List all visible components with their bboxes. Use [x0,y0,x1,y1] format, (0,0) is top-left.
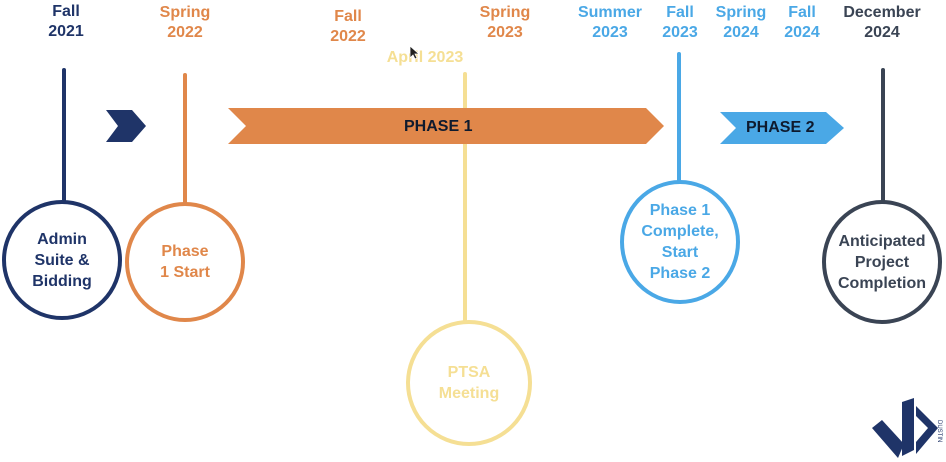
mouse-pointer-icon [410,46,420,60]
phase2-label: PHASE 2 [746,119,815,136]
date-spring-2022: Spring 2022 [159,4,211,41]
stem-spring-2022 [183,73,187,204]
date-fall-2023: Fall 2023 [662,4,698,41]
milestone-phase1-complete-label: Phase 1 Complete, Start Phase 2 [641,202,719,282]
date-spring-2024: Spring 2024 [715,4,767,41]
milestone-ptsa-meeting: PTSA Meeting [406,320,532,446]
date-fall-2021: Fall 2021 [48,3,84,40]
milestone-phase1-start: Phase 1 Start [125,202,245,322]
phase1-arrow [228,108,664,144]
milestone-phase1-complete: Phase 1 Complete, Start Phase 2 [620,180,740,304]
phase1-label: PHASE 1 [404,118,473,135]
date-december-2024: December 2024 [843,4,921,41]
milestone-admin-suite-label: Admin Suite & Bidding [32,230,92,290]
stem-fall-2021 [62,68,66,203]
milestone-admin-suite: Admin Suite & Bidding [2,200,122,320]
dustin-logo: DUSTIN [872,398,942,458]
date-april-2023: April 2023 [386,49,464,66]
milestone-ptsa-meeting-label: PTSA Meeting [438,364,500,402]
stem-april-2023 [463,72,467,326]
milestone-anticipated-completion-label: Anticipated Project Completion [838,232,926,292]
date-spring-2023: Spring 2023 [479,4,531,41]
stem-fall-2023 [677,52,681,182]
date-summer-2023: Summer 2023 [577,4,643,41]
date-fall-2024: Fall 2024 [784,4,820,41]
svg-text:DUSTIN: DUSTIN [936,420,942,442]
milestone-phase1-start-label: Phase 1 Start [160,243,210,281]
milestone-anticipated-completion: Anticipated Project Completion [822,200,942,324]
phase2-arrow [720,112,844,144]
stem-december-2024 [881,68,885,203]
date-fall-2022: Fall 2022 [330,8,366,45]
small-chevron-icon [106,110,146,142]
